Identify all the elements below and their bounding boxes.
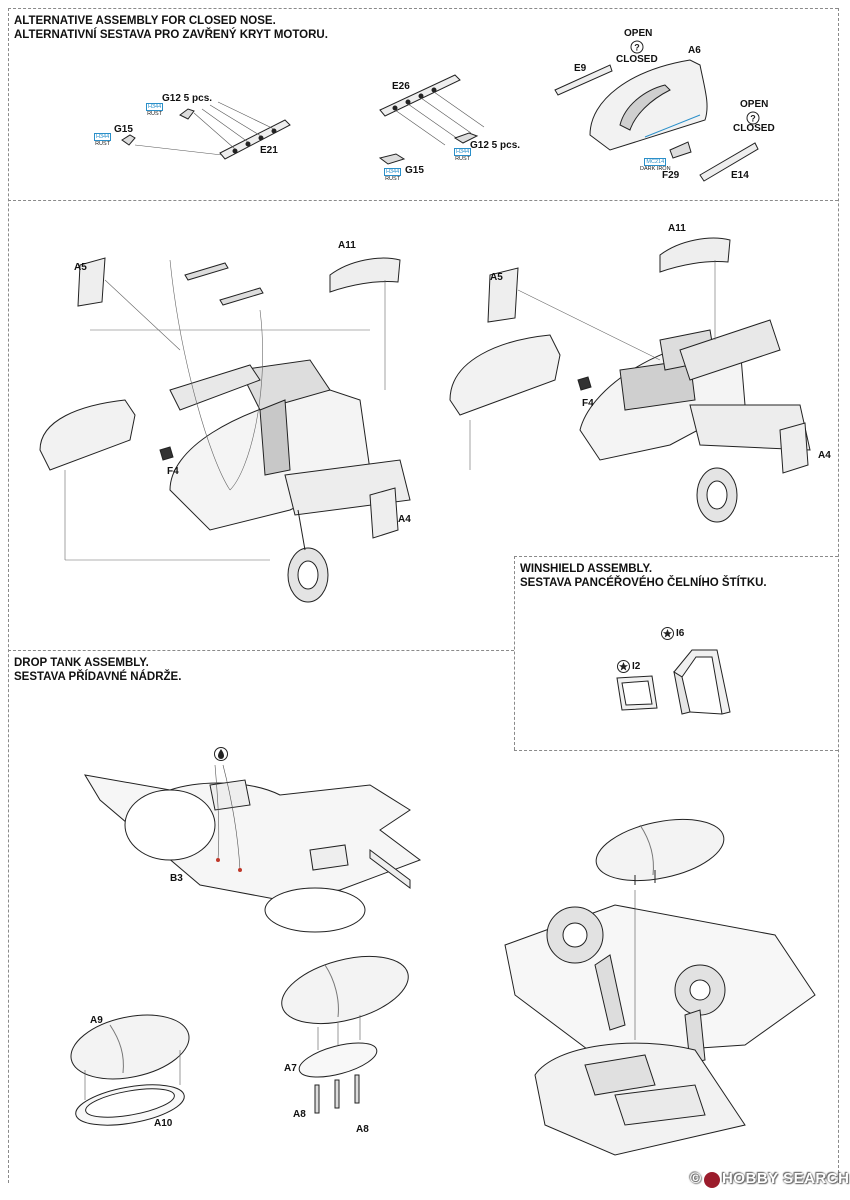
paint-code-h344: H344 — [94, 133, 112, 141]
svg-text:?: ? — [750, 114, 756, 124]
label-a7: A7 — [284, 1063, 297, 1074]
divider-middle — [8, 650, 514, 651]
windshield-title-en: WINSHIELD ASSEMBLY. — [520, 563, 653, 575]
paint-code-mc214: MC214 — [644, 158, 667, 166]
label-e26: E26 — [392, 81, 410, 92]
paint-code-h344: H344 — [384, 168, 402, 176]
label-e21: E21 — [260, 145, 278, 156]
paint-code-h344: H344 — [146, 103, 164, 111]
paint-code-h344: H344 — [454, 148, 472, 156]
cowling-a6-drawing — [550, 45, 770, 185]
label-closed-1: CLOSED — [616, 54, 658, 65]
wing-underside-b3-drawing — [80, 740, 450, 940]
label-g15-b: G15 — [405, 165, 424, 176]
label-f29: F29 — [662, 170, 680, 181]
label-a10: A10 — [154, 1118, 173, 1129]
divider-top — [8, 200, 838, 201]
question-circle-icon: ? — [746, 111, 760, 125]
windshield-box-bottom — [514, 750, 838, 751]
svg-text:?: ? — [634, 43, 640, 53]
drop-tank-installed-drawing — [495, 795, 825, 1165]
paint-name-rust: RUST — [455, 156, 471, 162]
label-i2: I2 — [632, 661, 641, 672]
photoetch-star-icon — [661, 627, 674, 640]
label-g15-a: G15 — [114, 124, 133, 135]
paint-name-rust: RUST — [385, 176, 401, 182]
watermark-copyright: © — [690, 1170, 702, 1187]
paint-h344-rust-b: H344 RUST — [94, 133, 112, 147]
hobby-search-logo-icon — [704, 1172, 720, 1188]
question-circle-icon: ? — [630, 40, 644, 54]
label-a5-left: A5 — [74, 262, 87, 273]
paint-name-rust: RUST — [147, 111, 163, 117]
label-open-1: OPEN — [624, 28, 653, 39]
label-g12-b: G12 5 pcs. — [470, 140, 521, 151]
label-open-2: OPEN — [740, 99, 769, 110]
paint-name-rust: RUST — [95, 141, 111, 147]
drop-tank-title-en: DROP TANK ASSEMBLY. — [14, 657, 149, 669]
label-e9: E9 — [574, 63, 587, 74]
label-b3: B3 — [170, 873, 183, 884]
windshield-i6-drawing — [662, 642, 742, 722]
closed-nose-heading: ALTERNATIVE ASSEMBLY FOR CLOSED NOSE. AL… — [14, 14, 434, 44]
label-f4-right: F4 — [582, 398, 594, 409]
label-a8-a: A8 — [293, 1109, 306, 1120]
drop-tank-a9-a10-drawing — [65, 1005, 205, 1135]
exhaust-assembly-e26-drawing — [370, 70, 530, 180]
windshield-heading: WINSHIELD ASSEMBLY. SESTAVA PANCÉŘOVÉHO … — [520, 562, 830, 592]
label-a6: A6 — [688, 45, 701, 56]
drop-tank-heading: DROP TANK ASSEMBLY. SESTAVA PŘÍDAVNÉ NÁD… — [14, 656, 314, 686]
drop-tank-title-cz: SESTAVA PŘÍDAVNÉ NÁDRŽE. — [14, 671, 182, 683]
closed-nose-title-en: ALTERNATIVE ASSEMBLY FOR CLOSED NOSE. — [14, 15, 276, 27]
label-a11-right: A11 — [668, 223, 686, 234]
glue-drop-icon — [214, 746, 228, 762]
paint-h344-rust-d: H344 RUST — [384, 168, 402, 182]
label-a11-left: A11 — [338, 240, 356, 251]
paint-h344-rust-a: H344 RUST — [146, 103, 164, 117]
paint-mc214-dark-iron: MC214 DARK IRON — [640, 158, 671, 172]
label-closed-2: CLOSED — [733, 123, 775, 134]
fuselage-open-nose-left-drawing — [30, 240, 450, 610]
label-a8-b: A8 — [356, 1124, 369, 1135]
label-f4-left: F4 — [167, 466, 179, 477]
page-left-border — [8, 8, 9, 1183]
fuselage-open-nose-right-drawing — [440, 230, 835, 550]
windshield-i2-drawing — [612, 668, 662, 718]
drop-tank-a7-a8-drawing — [270, 945, 420, 1125]
page-top-border — [8, 8, 838, 9]
label-a9: A9 — [90, 1015, 103, 1026]
exhaust-assembly-e21-drawing — [110, 95, 300, 175]
photoetch-star-icon — [617, 660, 630, 673]
label-e14: E14 — [731, 170, 749, 181]
paint-name-dark-iron: DARK IRON — [640, 166, 671, 172]
page-right-border — [838, 8, 839, 1183]
windshield-box-left — [514, 556, 515, 750]
label-a5-right: A5 — [490, 272, 503, 283]
watermark-text: HOBBY SEARCH — [722, 1170, 850, 1187]
windshield-title-cz: SESTAVA PANCÉŘOVÉHO ČELNÍHO ŠTÍTKU. — [520, 577, 767, 589]
windshield-box-top — [514, 556, 838, 557]
label-a4-right: A4 — [818, 450, 831, 461]
label-i6: I6 — [676, 628, 685, 639]
paint-h344-rust-c: H344 RUST — [454, 148, 472, 162]
closed-nose-title-cz: ALTERNATIVNÍ SESTAVA PRO ZAVŘENÝ KRYT MO… — [14, 29, 328, 41]
label-a4-left: A4 — [398, 514, 411, 525]
label-g12-a: G12 5 pcs. — [162, 93, 213, 104]
